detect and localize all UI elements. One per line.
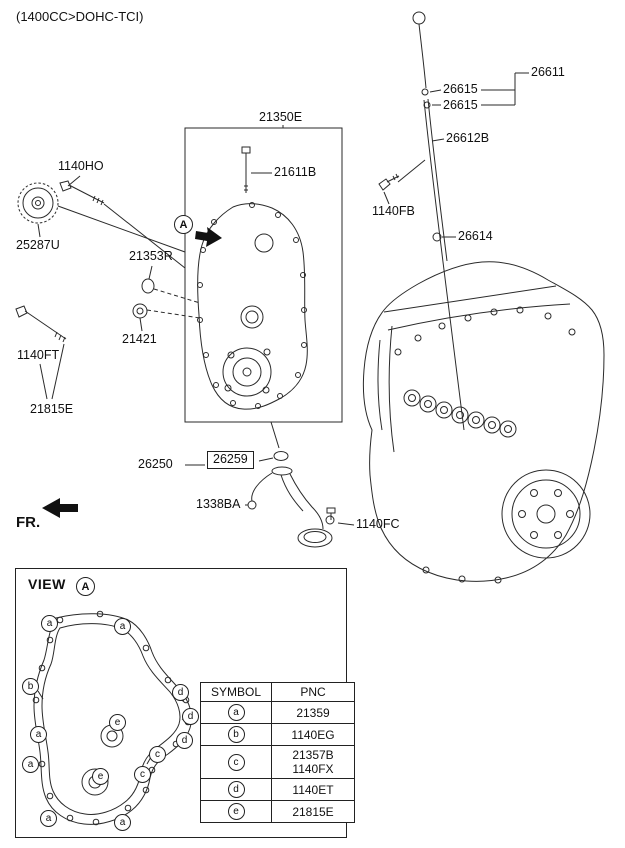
part-label-26614[interactable]: 26614: [458, 229, 493, 243]
table-header-symbol: SYMBOL: [200, 682, 272, 702]
gasket-marker-a: a: [41, 615, 58, 632]
table-header-pnc: PNC: [271, 682, 355, 702]
pnc-value: 1140ET: [271, 778, 355, 801]
part-label-21611B[interactable]: 21611B: [274, 165, 317, 179]
gasket-marker-b: b: [22, 678, 39, 695]
table-row: d 1140ET: [200, 778, 355, 801]
part-label-21350E[interactable]: 21350E: [259, 110, 303, 124]
gasket-marker-a: a: [30, 726, 47, 743]
view-title: VIEW: [28, 576, 66, 592]
symbol-pnc-table: SYMBOL PNC a 21359 b 1140EG c 21357B 114…: [200, 682, 355, 823]
variant-code-label: (1400CC>DOHC-TCI): [16, 9, 144, 24]
pnc-value: 1140EG: [271, 723, 355, 746]
table-row: a 21359: [200, 701, 355, 724]
symbol-badge-a: a: [227, 704, 245, 721]
fr-direction-arrow-icon: [42, 498, 78, 518]
part-label-26615-lower[interactable]: 26615: [443, 98, 478, 112]
gasket-marker-a: a: [114, 618, 131, 635]
gasket-marker-c: c: [134, 766, 151, 783]
part-label-26259[interactable]: 26259: [207, 451, 254, 469]
dipstick-art: [378, 11, 529, 431]
table-header-row: SYMBOL PNC: [200, 682, 355, 702]
table-row: b 1140EG: [200, 723, 355, 746]
part-label-1140FB[interactable]: 1140FB: [372, 204, 415, 218]
sprocket-and-bolts-art: [15, 175, 186, 400]
part-label-21353R[interactable]: 21353R: [129, 249, 173, 263]
symbol-badge-e: e: [227, 803, 245, 820]
gasket-marker-e: e: [92, 768, 109, 785]
part-label-26611[interactable]: 26611: [531, 65, 565, 79]
view-a-title-badge: A: [76, 577, 95, 596]
view-a-reference-badge: A: [174, 215, 193, 234]
gasket-marker-d: d: [182, 708, 199, 725]
gasket-marker-d: d: [176, 732, 193, 749]
fr-label: FR.: [16, 514, 41, 531]
part-label-1140FT[interactable]: 1140FT: [17, 348, 60, 362]
gasket-marker-d: d: [172, 684, 189, 701]
table-row: e 21815E: [200, 800, 355, 823]
part-label-1140HO[interactable]: 1140HO: [58, 159, 104, 173]
pnc-value: 21815E: [271, 800, 355, 823]
part-label-1140FC[interactable]: 1140FC: [356, 517, 400, 531]
part-label-21421[interactable]: 21421: [122, 332, 157, 346]
gasket-marker-c: c: [149, 746, 166, 763]
gasket-marker-e: e: [109, 714, 126, 731]
part-label-26615-upper[interactable]: 26615: [443, 82, 478, 96]
part-label-1338BA[interactable]: 1338BA: [196, 497, 241, 511]
engine-block-art: [362, 261, 605, 584]
gasket-marker-a: a: [22, 756, 39, 773]
table-row: c 21357B 1140FX: [200, 745, 355, 779]
pnc-value: 21357B 1140FX: [271, 745, 355, 779]
symbol-badge-c: c: [227, 753, 245, 771]
symbol-badge-d: d: [227, 781, 245, 798]
gasket-marker-a: a: [114, 814, 131, 831]
part-label-25287U[interactable]: 25287U: [16, 238, 60, 252]
part-label-26250[interactable]: 26250: [138, 457, 173, 471]
gasket-marker-a: a: [40, 810, 57, 827]
timing-cover-art: [132, 125, 343, 423]
part-label-26612B[interactable]: 26612B: [446, 131, 490, 145]
oil-pickup-art: [185, 421, 355, 548]
pnc-value: 21359: [271, 701, 355, 724]
part-label-21815E[interactable]: 21815E: [30, 402, 74, 416]
view-a-arrow-icon: [195, 227, 222, 247]
symbol-badge-b: b: [227, 726, 245, 743]
